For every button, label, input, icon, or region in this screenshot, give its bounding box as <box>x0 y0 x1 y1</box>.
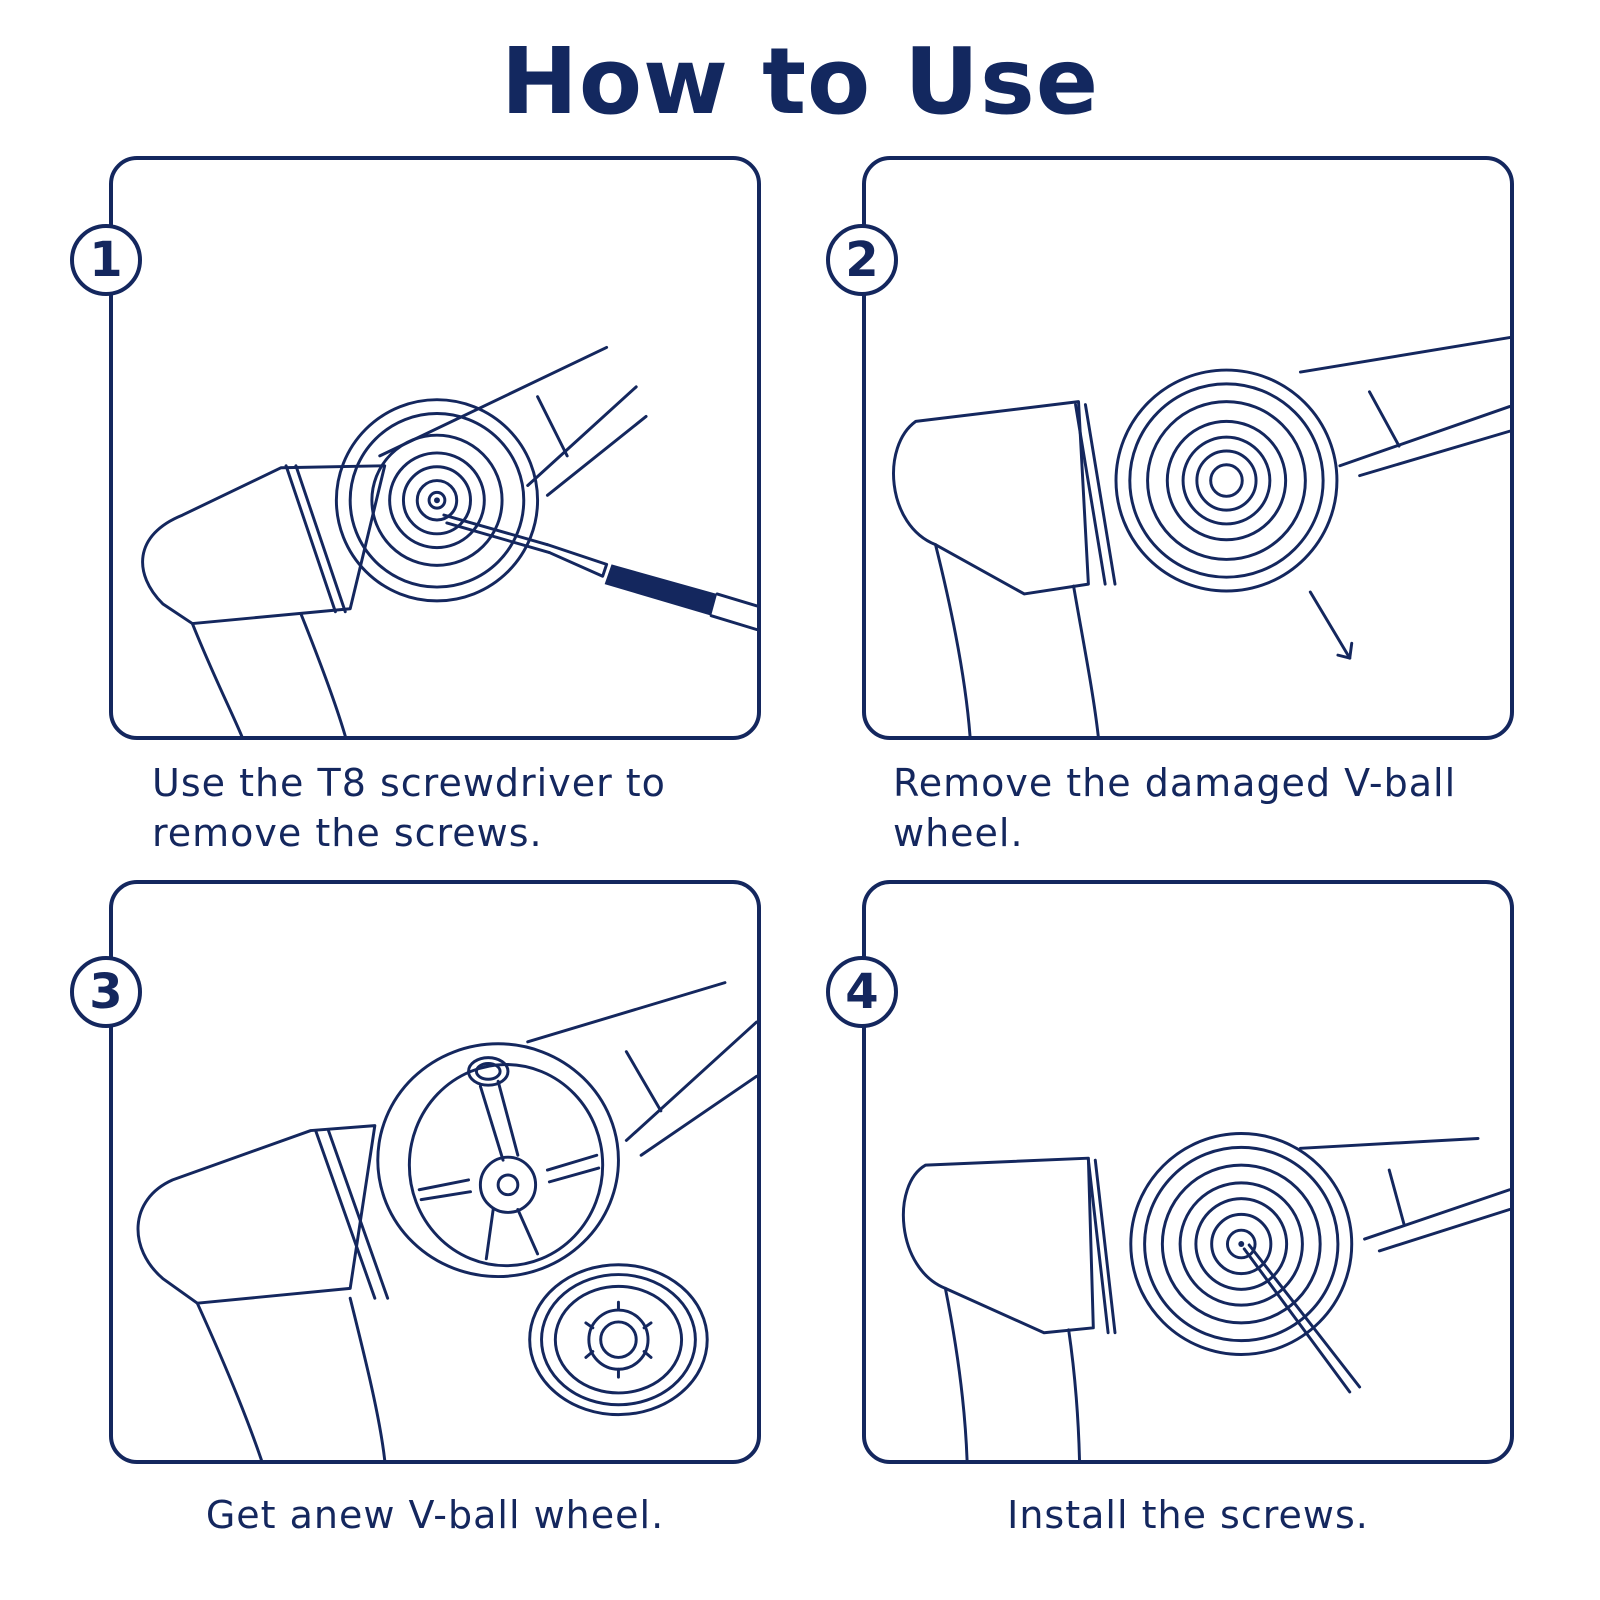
step-number-badge: 4 <box>826 956 898 1028</box>
step-number-badge: 3 <box>70 956 142 1028</box>
step-caption: Get anew V-ball wheel. <box>205 1493 665 1537</box>
frame-with-wheel-removed-arrow <box>892 336 1510 736</box>
step-4-illustration <box>862 880 1514 1464</box>
step-caption: Install the screws. <box>1007 1493 1369 1537</box>
step-number-badge: 2 <box>826 224 898 296</box>
step-2-illustration <box>862 156 1514 740</box>
page-title: How to Use <box>500 28 1100 135</box>
step-1-illustration <box>109 156 761 740</box>
frame-with-installed-wheel-and-screwdriver <box>901 1132 1510 1460</box>
step-caption: Remove the damaged V-ball wheel. <box>893 761 1457 855</box>
step-number-badge: 1 <box>70 224 142 296</box>
step-3-illustration <box>109 880 761 1464</box>
frame-with-wheel-and-screwdriver <box>141 345 757 736</box>
frame-with-open-housing-and-new-wheel <box>136 981 757 1460</box>
step-caption: Use the T8 screwdriver to remove the scr… <box>152 761 666 855</box>
